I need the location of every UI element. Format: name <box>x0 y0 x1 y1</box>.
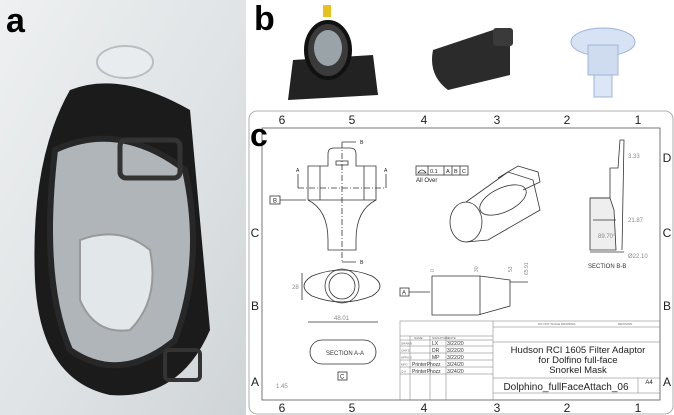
section-arrow-label: B <box>360 260 364 266</box>
title-block-col: SIGNATURE <box>432 336 449 340</box>
drawing-outer-frame <box>248 110 674 415</box>
dimension-48-01: 48.01 <box>334 316 350 322</box>
panel-label-a: a <box>6 2 25 40</box>
title-block-revision: REVISION <box>618 322 632 326</box>
drawing-title: for Dolfino full-face <box>538 355 617 366</box>
title-row-role: CHK'D <box>401 349 411 353</box>
title-row-sig: LX <box>432 341 439 347</box>
title-row-sig: MP <box>432 355 440 361</box>
mask-buckle <box>117 137 183 181</box>
dimension-21-87: 21.87 <box>628 218 644 224</box>
section-b-b-view: 3.33 21.87 89.70° Ø22.10 SECTION B-B <box>588 139 648 270</box>
dimension-angle: 89.70° <box>598 234 616 240</box>
mask-with-bag-photo <box>288 5 378 100</box>
column-label: 2 <box>564 113 571 127</box>
column-label: 6 <box>279 113 286 127</box>
column-label: 4 <box>421 113 428 127</box>
title-row-name: PrinterPhozz <box>412 369 441 375</box>
adaptor-photo <box>432 28 513 90</box>
column-label: 1 <box>635 113 642 127</box>
section-a-a-label: SECTION A-A <box>326 351 364 357</box>
title-row-role: DRAWN <box>401 342 412 346</box>
title-row-date: 3/24/20 <box>447 369 464 375</box>
row-label: B <box>663 299 671 313</box>
section-arrow-label: A <box>384 168 388 174</box>
title-row-date: 3/22/20 <box>447 348 464 354</box>
column-label: 5 <box>349 401 356 415</box>
tolerance-note: All Over <box>416 178 437 184</box>
section-arrow-label: A <box>296 168 300 174</box>
section-a-a-view: SECTION A-A 1.45 C <box>276 339 377 390</box>
dimension-1-45: 1.45 <box>276 384 288 390</box>
title-block: DO NOT SCALE DRAWING REVISION NAME SIGNA… <box>399 320 661 401</box>
column-label: 6 <box>279 401 286 415</box>
drawing-title: Snorkel Mask <box>549 365 607 376</box>
tolerance-ref: C <box>462 169 466 175</box>
drawing-title: Hudson RCI 1605 Filter Adaptor <box>511 345 646 356</box>
ordinate-53: 53 <box>508 266 514 272</box>
tolerance-frame: 0.1 A B C All Over <box>415 165 469 184</box>
panel-label-b: b <box>254 0 275 38</box>
column-label: 2 <box>564 401 571 415</box>
top-view: 28 48.01 <box>292 268 381 323</box>
panel-a-photo: a <box>0 0 246 415</box>
row-label: C <box>251 226 260 240</box>
row-label: A <box>251 375 259 389</box>
tolerance-ref: B <box>454 169 458 175</box>
panel-label-c: c <box>250 117 268 153</box>
row-label: A <box>663 375 671 389</box>
section-b-b-label: SECTION B-B <box>588 264 626 270</box>
dimension-28: 28 <box>292 285 299 291</box>
row-label: C <box>663 226 672 240</box>
hudson-filter-photo <box>570 27 636 98</box>
sheet-size: A4 <box>645 380 653 386</box>
snorkel-mask-photo <box>34 45 210 396</box>
title-block-col: DATE <box>448 336 456 340</box>
title-row-role: Q.A <box>401 370 406 374</box>
row-label: D <box>663 151 672 165</box>
panel-c-technical-drawing: 6 5 4 3 2 1 6 5 4 3 2 1 C B A D C B A c <box>248 110 674 415</box>
title-row-name: PrinterPhozz <box>412 362 441 368</box>
row-label: B <box>251 299 259 313</box>
tolerance-value: 0.1 <box>430 169 438 175</box>
title-row-role: MFG <box>401 363 408 367</box>
column-label: 4 <box>421 401 428 415</box>
title-row-sig: DR <box>432 348 440 354</box>
title-row-date: 3/24/20 <box>447 362 464 368</box>
ordinate-65-91: 65.91 <box>524 262 530 275</box>
title-row-date: 3/22/20 <box>447 341 464 347</box>
tolerance-ref: A <box>446 169 450 175</box>
mask-buckle-lower <box>163 348 202 382</box>
column-label: 3 <box>494 401 501 415</box>
datum-c: C <box>340 375 345 381</box>
ordinate-0: 0 <box>430 269 436 272</box>
title-block-note: DO NOT SCALE DRAWING <box>538 322 576 326</box>
column-label: 5 <box>349 113 356 127</box>
column-label: 1 <box>635 401 642 415</box>
dimension-3-33: 3.33 <box>628 154 640 160</box>
front-view: A A B B B <box>269 140 388 266</box>
datum-b: B <box>273 199 277 205</box>
drawing-number: Dolphino_fullFaceAttach_06 <box>503 382 629 393</box>
ordinate-30: 30 <box>474 266 480 272</box>
filter-shape <box>96 45 154 79</box>
side-view: A 0 30 53 65.91 <box>399 262 530 316</box>
datum-a: A <box>402 291 406 297</box>
panel-b-photos: b <box>248 0 674 108</box>
title-block-col: NAME <box>414 336 423 340</box>
dimension-diameter: Ø22.10 <box>628 254 648 260</box>
section-arrow-label: B <box>360 140 364 146</box>
title-row-role: APPV'D <box>401 356 413 360</box>
title-row-date: 3/22/20 <box>447 355 464 361</box>
mask-nose-piece <box>79 233 154 332</box>
isometric-view <box>449 165 541 243</box>
column-label: 3 <box>494 113 501 127</box>
